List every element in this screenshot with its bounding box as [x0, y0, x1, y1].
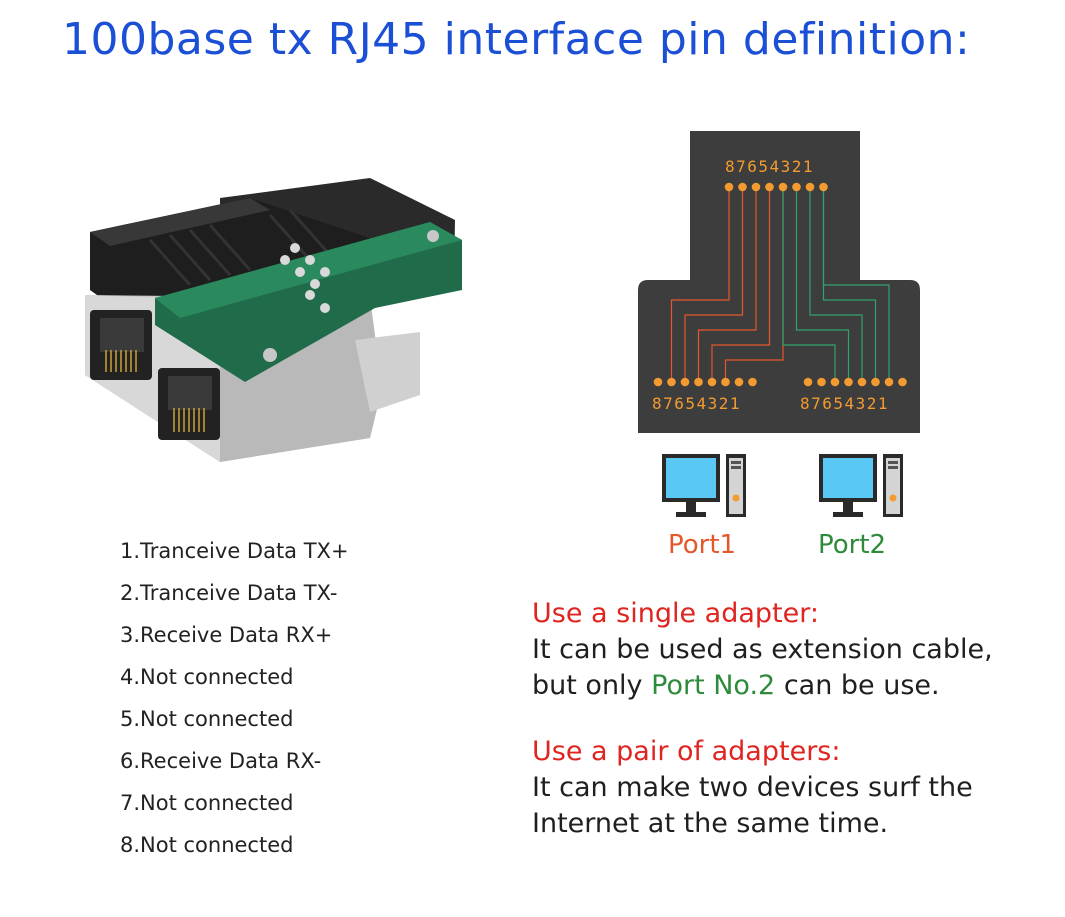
pin-dot — [738, 182, 747, 192]
pin-dot — [694, 377, 703, 387]
usage-pair-heading: Use a pair of adapters: — [532, 736, 841, 767]
pin-definition-item: 7.Not connected — [120, 791, 294, 815]
pin-dot — [792, 182, 801, 192]
pin-dots — [653, 182, 907, 387]
pin-dot — [819, 182, 828, 192]
usage-single-heading: Use a single adapter: — [532, 598, 819, 629]
pin-dot — [805, 182, 815, 192]
port1-wire — [670, 187, 730, 382]
pin-dot — [724, 182, 734, 192]
usage-pair-line2: Internet at the same time. — [532, 808, 889, 839]
pin-dot — [748, 377, 757, 387]
usage-pair-adapters: Use a pair of adapters: It can make two … — [532, 734, 973, 842]
usage-pair-line1: It can make two devices surf the — [532, 772, 973, 803]
pin-dot — [803, 377, 813, 387]
usage-single-adapter: Use a single adapter: It can be used as … — [532, 596, 993, 704]
pin-definition-item: 6.Receive Data RX- — [120, 749, 322, 773]
pin-dot — [653, 377, 663, 387]
pin-dot — [898, 377, 907, 387]
pin-dot — [734, 377, 744, 387]
computer-monitor-icon — [819, 454, 877, 517]
computer-tower-icon — [883, 454, 903, 517]
usage-single-line2-suffix: can be use. — [775, 670, 940, 701]
wiring-traces — [670, 187, 890, 382]
pin-definition-item: 8.Not connected — [120, 833, 294, 857]
pin-dot — [871, 377, 880, 387]
adapter-board — [638, 131, 920, 433]
pin-definition-item: 5.Not connected — [120, 707, 294, 731]
pin-definition-item: 3.Receive Data RX+ — [120, 623, 333, 647]
pin-dot — [778, 182, 788, 192]
pin-dot — [765, 182, 774, 192]
computer-tower-icon — [726, 454, 746, 517]
top-pin-numbers: 87654321 — [725, 157, 814, 176]
pin-dot — [857, 377, 867, 387]
port2-label: Port2 — [818, 530, 887, 560]
pin-definition-item: 4.Not connected — [120, 665, 294, 689]
computer-port2 — [819, 454, 903, 517]
pin-definition-item: 1.Tranceive Data TX+ — [120, 539, 349, 563]
port2-wire — [782, 187, 836, 382]
port2-wire — [809, 187, 863, 382]
usage-single-line1: It can be used as extension cable, — [532, 634, 993, 665]
port1-wire — [684, 187, 744, 382]
pin-dot — [844, 377, 853, 387]
rj45-splitter-adapter-image — [85, 178, 462, 462]
usage-single-line2: but only Port No.2 can be use. — [532, 668, 993, 704]
port-no2-highlight: Port No.2 — [651, 670, 776, 701]
pin-dot — [680, 377, 690, 387]
port1-pin-numbers: 87654321 — [652, 394, 741, 413]
pin-dot — [830, 377, 840, 387]
pin-dot — [667, 377, 676, 387]
port1-wire — [697, 187, 757, 382]
pin-dot — [707, 377, 717, 387]
usage-single-line2-prefix: but only — [532, 670, 652, 701]
pin-definition-list: 1.Tranceive Data TX+ 2.Tranceive Data TX… — [120, 535, 349, 871]
pin-dot — [884, 377, 894, 387]
pin-wiring-diagram: 87654321 87654321 87654321 — [638, 131, 920, 433]
computer-port1 — [662, 454, 746, 517]
port1-label: Port1 — [668, 530, 737, 560]
port2-wire — [822, 187, 890, 382]
pin-dot — [721, 377, 730, 387]
pin-definition-item: 2.Tranceive Data TX- — [120, 581, 338, 605]
pin-dot — [751, 182, 761, 192]
page-title: 100base tx RJ45 interface pin definition… — [62, 14, 971, 65]
computer-monitor-icon — [662, 454, 720, 517]
pin-dot — [817, 377, 826, 387]
port2-pin-numbers: 87654321 — [800, 394, 889, 413]
port1-wire — [711, 187, 771, 382]
port2-wire — [795, 187, 850, 382]
